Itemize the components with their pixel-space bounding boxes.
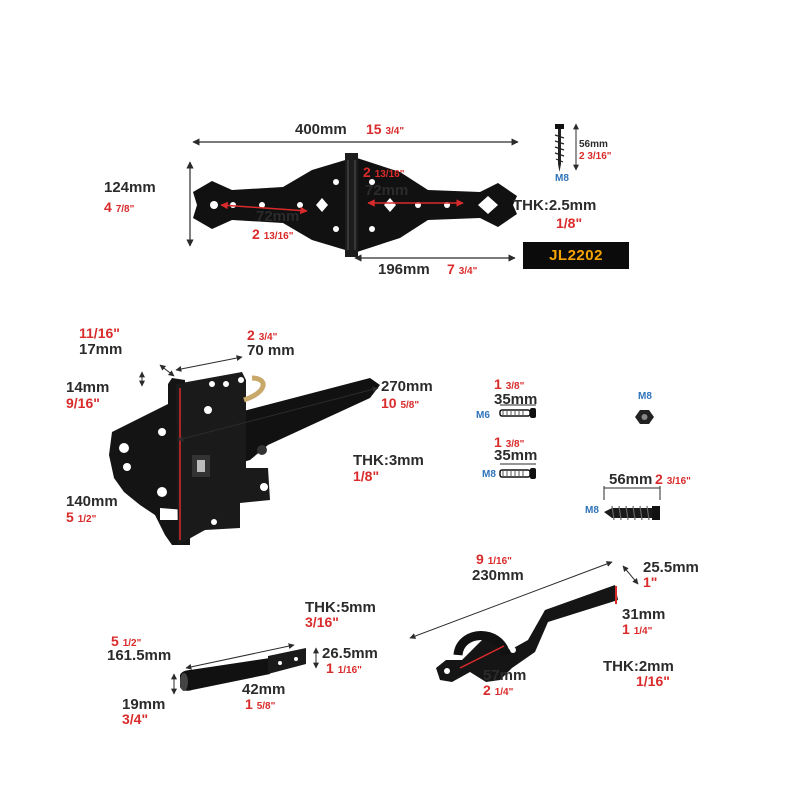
latch-arm-dimension-line — [177, 386, 379, 442]
drop-rod-diameter-in: 3/4" — [122, 711, 149, 727]
hinge-screw-illustration — [554, 124, 565, 172]
latch-spring — [243, 375, 266, 403]
m6-bolt-length-in: 1 3/8" — [494, 376, 525, 392]
handle-length-dimension-line — [409, 561, 613, 639]
hinge-knuckle — [345, 153, 358, 257]
hinge-leaf-mm: 196mm — [378, 261, 430, 278]
handle-length-mm: 230mm — [472, 567, 524, 584]
latch-arm-length-mm: 270mm — [381, 378, 433, 395]
handle-tip-width-dimension-line — [622, 565, 639, 585]
handle-loop-mm: 57mm — [483, 667, 527, 684]
hinge-leaf-in: 7 3/4" — [447, 261, 478, 277]
m8-bolt-size: M8 — [482, 469, 496, 480]
m8-screw-length-mm: 56mm — [609, 471, 653, 488]
latch-top-width-mm: 17mm — [79, 341, 123, 358]
latch-bar-span-dimension-line — [175, 355, 243, 372]
latch-thickness-mm: THK:3mm — [353, 452, 424, 469]
drop-rod-tab-height-mm: 26.5mm — [322, 645, 378, 662]
m8-bolt-length-in: 1 3/8" — [494, 434, 525, 450]
m8-screw-length-in: 2 3/16" — [655, 471, 691, 487]
m6-bolt-size: M6 — [476, 410, 490, 421]
hinge-left-hole-in: 2 13/16" — [252, 226, 294, 242]
drop-rod-tab — [268, 648, 306, 674]
handle-loop-in: 2 1/4" — [483, 682, 514, 698]
latch-plate-height-mm: 140mm — [66, 493, 118, 510]
drop-rod-thickness-in: 3/16" — [305, 614, 339, 630]
latch-plate-height-in: 5 1/2" — [66, 509, 97, 525]
m8-nut-illustration — [635, 410, 654, 424]
drop-rod-length-dimension-line — [185, 643, 295, 670]
latch-arm-length-in: 10 5/8" — [381, 395, 420, 411]
latch-bar-height-mm: 14mm — [66, 379, 110, 396]
m8-nut-size: M8 — [638, 391, 652, 402]
latch-top-width-dimension-line — [159, 364, 175, 377]
latch-bar-height-in: 9/16" — [66, 395, 100, 411]
handle-tip-height-in: 1 1/4" — [622, 621, 653, 637]
handle-length-in: 9 1/16" — [476, 551, 512, 567]
hinge-height-in: 4 7/8" — [104, 199, 135, 215]
handle-thickness-mm: THK:2mm — [603, 658, 674, 675]
strap-hinge — [193, 153, 517, 257]
hinge-width-in: 15 3/4" — [366, 121, 405, 137]
gate-handle — [436, 585, 618, 682]
m8-bolt-illustration — [499, 468, 536, 479]
handle-thickness-in: 1/16" — [636, 673, 670, 689]
handle-loop-red-line — [459, 645, 505, 669]
hinge-right-hole-in: 2 13/16" — [363, 164, 405, 180]
hinge-width-mm: 400mm — [295, 121, 347, 138]
hinge-screw-size: M8 — [555, 173, 569, 184]
m8-screw-size: M8 — [585, 505, 599, 516]
hinge-left-hole-mm: 72mm — [256, 208, 300, 225]
hinge-height-mm: 124mm — [104, 179, 156, 196]
latch-bar-span-mm: 70 mm — [247, 342, 295, 359]
latch-thickness-in: 1/8" — [353, 468, 380, 484]
drop-rod-tab-length-mm: 42mm — [242, 681, 286, 698]
latch-holes — [119, 377, 268, 525]
m8-screw-illustration — [604, 505, 660, 521]
m6-bolt-illustration — [499, 408, 536, 418]
m6-bolt-length-mm: 35mm — [494, 391, 538, 408]
handle-body — [436, 585, 618, 682]
drop-rod-thickness-mm: THK:5mm — [305, 599, 376, 616]
hinge-right-hole-mm: 72mm — [365, 182, 409, 199]
hinge-thickness-in: 1/8" — [556, 215, 583, 231]
handle-tip-width-in: 1" — [643, 574, 658, 590]
model-code-badge: JL2202 — [523, 242, 629, 269]
latch-top-width-in: 11/16" — [79, 325, 120, 341]
hinge-screw-length-mm: 56mm — [579, 139, 608, 150]
drop-rod-tab-height-in: 1 1/16" — [326, 660, 362, 676]
drop-rod-diameter-mm: 19mm — [122, 696, 166, 713]
latch-catch-plate — [109, 378, 190, 545]
hinge-thickness-mm: THK:2.5mm — [513, 197, 597, 214]
drop-rod-length-in: 5 1/2" — [111, 633, 142, 649]
latch-bar-span-in: 2 3/4" — [247, 327, 278, 343]
drop-rod-tab-length-in: 1 5/8" — [245, 696, 276, 712]
latch-base-plate — [176, 372, 270, 545]
handle-tip-width-mm: 25.5mm — [643, 559, 699, 576]
handle-tip-height-mm: 31mm — [622, 606, 666, 623]
m8-bolt-length-mm: 35mm — [494, 447, 538, 464]
drop-rod-length-mm: 161.5mm — [107, 647, 172, 664]
hinge-screw-length-in: 2 3/16" — [579, 151, 612, 162]
